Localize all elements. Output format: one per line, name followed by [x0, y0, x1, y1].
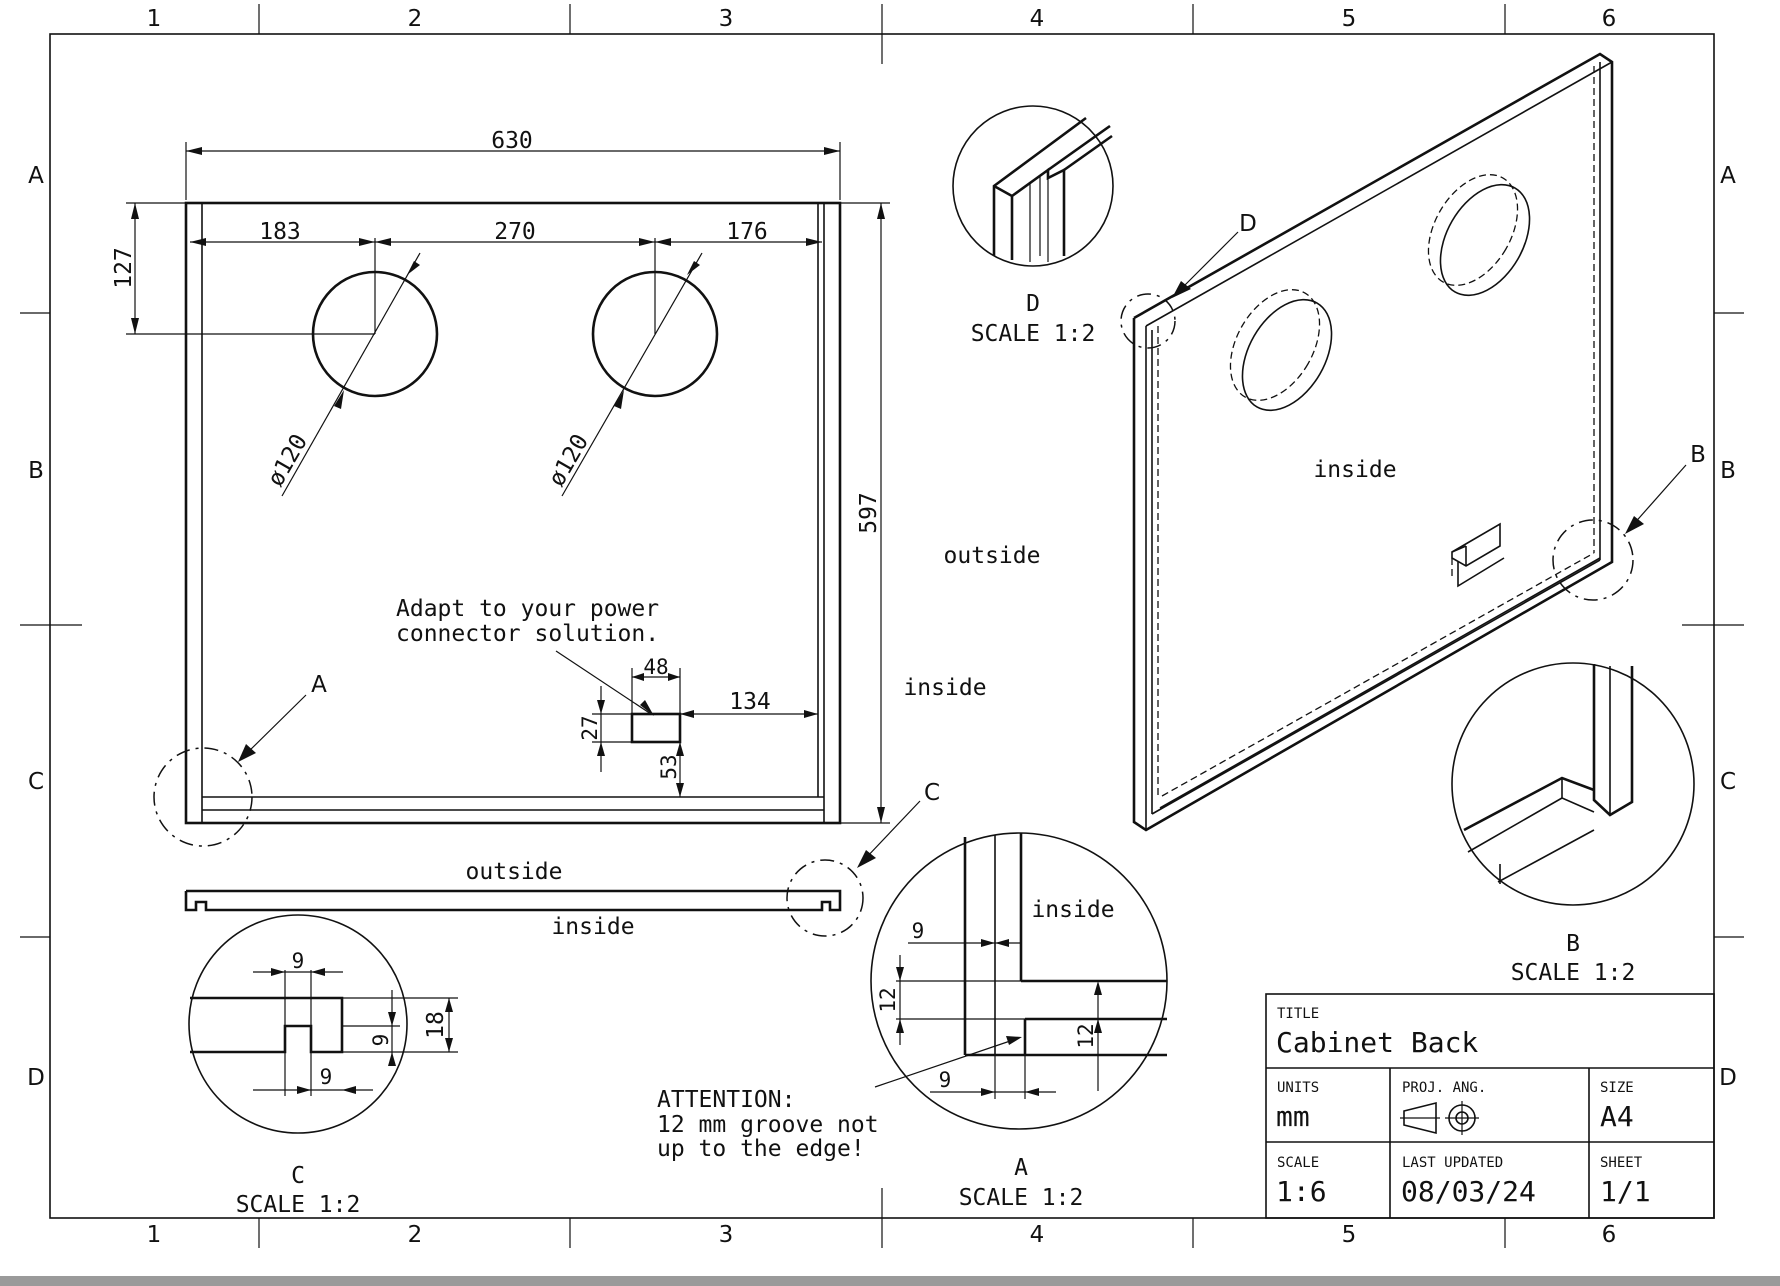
column-label-6-bottom: 6: [1602, 1222, 1617, 1248]
dimension-overall-height: 597: [856, 492, 882, 534]
units-label: UNITS: [1277, 1080, 1319, 1096]
detail-a-title: A: [1014, 1155, 1028, 1181]
column-label-3-bottom: 3: [719, 1222, 734, 1248]
detail-d-scale: SCALE 1:2: [971, 321, 1096, 347]
dimension-connector-right: 134: [729, 689, 771, 715]
label-outside-middle: outside: [944, 543, 1041, 569]
dimension-connector-width: 48: [643, 655, 668, 679]
detail-a-view: inside 9 12 12 9 A SCALE 1:2: [870, 832, 1168, 1211]
section-view: outside inside C: [184, 780, 940, 940]
label-inside-middle: inside: [903, 675, 986, 701]
last-updated-value: 08/03/24: [1401, 1175, 1536, 1208]
scale-value: 1:6: [1276, 1175, 1327, 1208]
detail-a-dim-right: 12: [1074, 1023, 1098, 1048]
detail-c-dim-bottom: 9: [320, 1065, 333, 1089]
detail-b-scale: SCALE 1:2: [1511, 960, 1636, 986]
detail-a-marker-circle: [153, 747, 253, 847]
callout-c-label: C: [924, 780, 940, 806]
sheet-value: 1/1: [1600, 1175, 1651, 1208]
detail-c-dim-thickness: 18: [423, 1011, 449, 1039]
last-updated-label: LAST UPDATED: [1402, 1155, 1503, 1171]
isometric-view: inside D B: [1120, 52, 1706, 832]
detail-b-marker-circle: [1552, 519, 1634, 601]
power-connector-cutout: [630, 712, 682, 744]
row-label-c-left: C: [28, 769, 44, 795]
detail-a-dim-bottom: 9: [939, 1068, 952, 1092]
iso-label-inside: inside: [1313, 457, 1396, 483]
scale-label: SCALE: [1277, 1155, 1319, 1171]
section-label-inside: inside: [551, 914, 634, 940]
detail-b-title: B: [1566, 931, 1580, 957]
dimension-hole-spacing: 270: [494, 219, 536, 245]
section-label-outside: outside: [466, 859, 563, 885]
drawing-frame: 1 2 3 4 5 6 1 2 3 4 5 6 A B C D A B C D: [20, 4, 1744, 1248]
detail-c-marker-circle: [786, 859, 864, 937]
row-label-c-right: C: [1720, 769, 1736, 795]
sheet-label: SHEET: [1600, 1155, 1643, 1171]
connector-note-line1: Adapt to your power: [396, 596, 659, 622]
attention-note: ATTENTION: 12 mm groove not up to the ed…: [657, 1036, 1022, 1162]
title-value: Cabinet Back: [1276, 1026, 1478, 1059]
detail-a-dim-left: 12: [876, 987, 900, 1012]
column-label-5-top: 5: [1342, 6, 1357, 32]
dimension-hole-height: 127: [111, 247, 137, 289]
column-label-1-top: 1: [147, 6, 162, 32]
attention-note-line1: ATTENTION:: [657, 1087, 795, 1113]
row-label-b-right: B: [1720, 458, 1736, 484]
attention-note-line3: up to the edge!: [657, 1136, 865, 1162]
row-label-b-left: B: [28, 458, 44, 484]
column-label-4-top: 4: [1030, 6, 1045, 32]
detail-a-scale: SCALE 1:2: [959, 1185, 1084, 1211]
row-label-d-right: D: [1719, 1065, 1737, 1091]
projection-label: PROJ. ANG.: [1402, 1080, 1486, 1096]
column-label-5-bottom: 5: [1342, 1222, 1357, 1248]
detail-c-scale: SCALE 1:2: [236, 1192, 361, 1218]
dimension-left-offset: 183: [259, 219, 301, 245]
detail-c-view: 9 9 9 18 C SCALE 1:2: [188, 914, 458, 1218]
title-block: TITLE Cabinet Back UNITS mm PROJ. ANG. S…: [1265, 993, 1715, 1219]
size-label: SIZE: [1600, 1080, 1634, 1096]
detail-d-view: D SCALE 1:2: [952, 105, 1114, 347]
detail-c-dim-top: 9: [292, 949, 305, 973]
title-label: TITLE: [1277, 1006, 1319, 1022]
column-label-6-top: 6: [1602, 6, 1617, 32]
detail-b-view: B SCALE 1:2: [1451, 662, 1695, 986]
detail-c-title: C: [291, 1163, 305, 1189]
callout-d-label: D: [1239, 211, 1257, 237]
detail-a-dim-top: 9: [912, 919, 925, 943]
callout-b-label: B: [1690, 442, 1706, 468]
dimension-connector-height: 27: [578, 715, 602, 740]
attention-note-line2: 12 mm groove not: [657, 1112, 879, 1138]
row-label-d-left: D: [27, 1065, 45, 1091]
column-label-3-top: 3: [719, 6, 734, 32]
front-view: 630 183 270 176 127 597 ø120 ø12: [111, 128, 1041, 847]
column-label-2-bottom: 2: [408, 1222, 423, 1248]
column-label-1-bottom: 1: [147, 1222, 162, 1248]
detail-a-label-inside: inside: [1031, 897, 1114, 923]
detail-d-marker-circle: [1120, 293, 1176, 349]
connector-note-line2: connector solution.: [396, 621, 659, 647]
projection-symbol-icon: [1400, 1101, 1479, 1135]
dimension-overall-width: 630: [491, 128, 533, 154]
dimension-right-offset: 176: [726, 219, 768, 245]
row-label-a-left: A: [28, 163, 44, 189]
column-label-4-bottom: 4: [1030, 1222, 1045, 1248]
units-value: mm: [1276, 1100, 1310, 1133]
hole-diameter-left: ø120: [263, 430, 313, 491]
callout-a-label: A: [311, 672, 327, 698]
row-label-a-right: A: [1720, 163, 1736, 189]
detail-c-dim-depth: 9: [369, 1034, 393, 1047]
hole-diameter-right: ø120: [544, 430, 594, 491]
detail-d-title: D: [1026, 291, 1040, 317]
size-value: A4: [1600, 1100, 1634, 1133]
window-bottom-edge: [0, 1276, 1780, 1286]
column-label-2-top: 2: [408, 6, 423, 32]
dimension-connector-bottom: 53: [657, 754, 681, 779]
